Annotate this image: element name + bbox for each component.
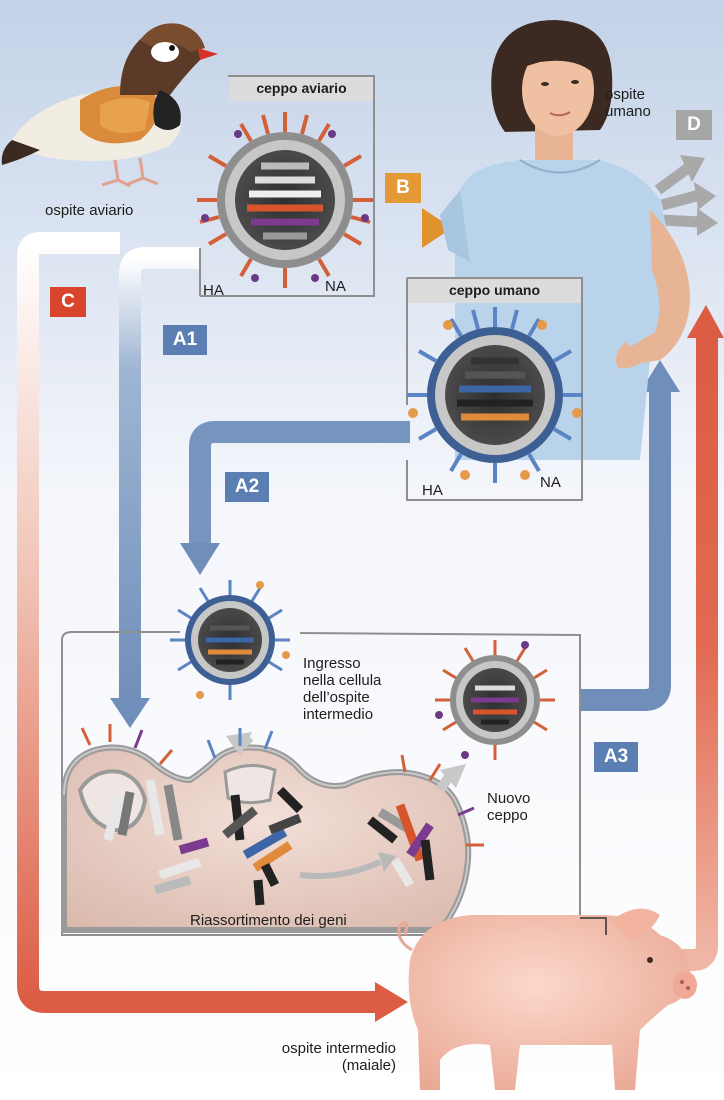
new-strain-label: Nuovo ceppo [487,790,530,824]
avian-strain-title: ceppo aviario [230,80,373,96]
human-host-label: ospite umano [605,86,651,120]
reassortment-label: Riassortimento dei geni [190,912,347,929]
entry-label: Ingresso nella cellula dell’ospite inter… [303,655,381,723]
badge-b: B [385,173,421,203]
intermediate-host-label: ospite intermedio (maiale) [246,1040,396,1074]
badge-a1: A1 [163,325,207,355]
badge-c: C [50,287,86,317]
badge-a3: A3 [594,742,638,772]
human-strain-title: ceppo umano [408,282,581,298]
avian-na-label: NA [325,278,346,295]
avian-ha-label: HA [203,282,224,299]
badge-d: D [676,110,712,140]
human-ha-label: HA [422,482,443,499]
avian-host-label: ospite aviario [45,202,133,219]
badge-a2: A2 [225,472,269,502]
human-na-label: NA [540,474,561,491]
